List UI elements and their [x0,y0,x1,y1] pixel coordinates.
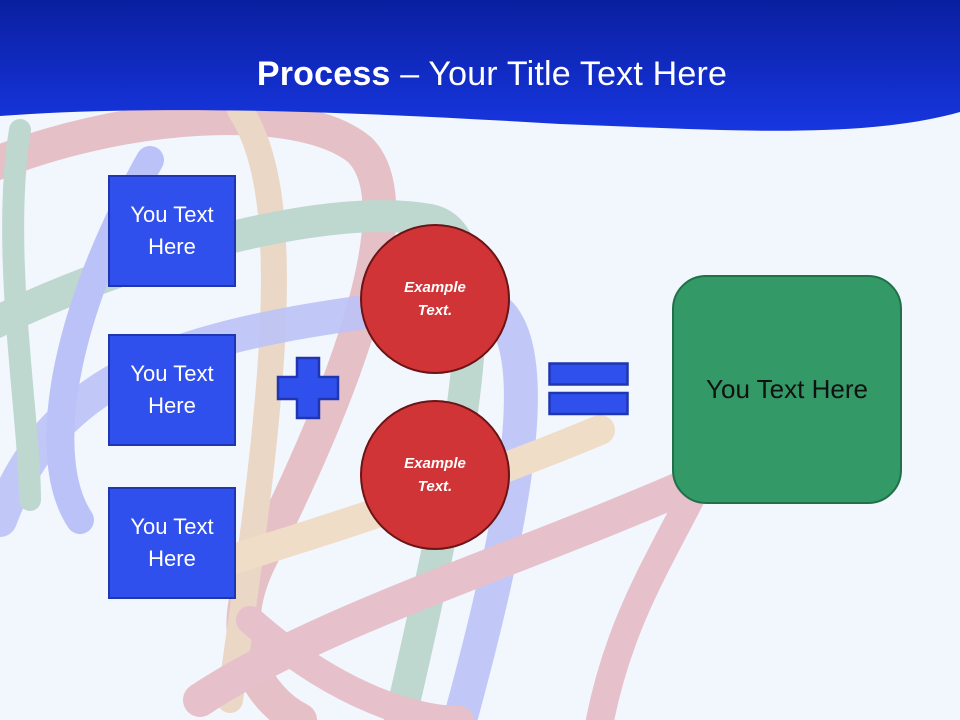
result-box[interactable]: You Text Here [672,275,902,504]
example-circle-label: Example Text. [404,455,466,495]
header-band [0,0,960,131]
input-box-3[interactable]: You Text Here [108,487,236,599]
input-box-label: You Text Here [130,202,214,259]
input-box-1[interactable]: You Text Here [108,175,236,287]
title-rest: – Your Title Text Here [390,55,728,93]
example-circle-1[interactable]: Example Text. [360,224,510,374]
example-circle-2[interactable]: Example Text. [360,400,510,550]
result-box-label: You Text Here [706,374,868,404]
example-circle-label: Example Text. [404,279,466,319]
equals-icon[interactable] [548,362,630,416]
input-box-label: You Text Here [130,361,214,418]
input-box-label: You Text Here [130,514,214,571]
input-box-2[interactable]: You Text Here [108,334,236,446]
page-title: Process – Your Title Text Here [0,52,960,96]
title-bold: Process [256,55,391,93]
plus-icon[interactable] [276,356,340,420]
